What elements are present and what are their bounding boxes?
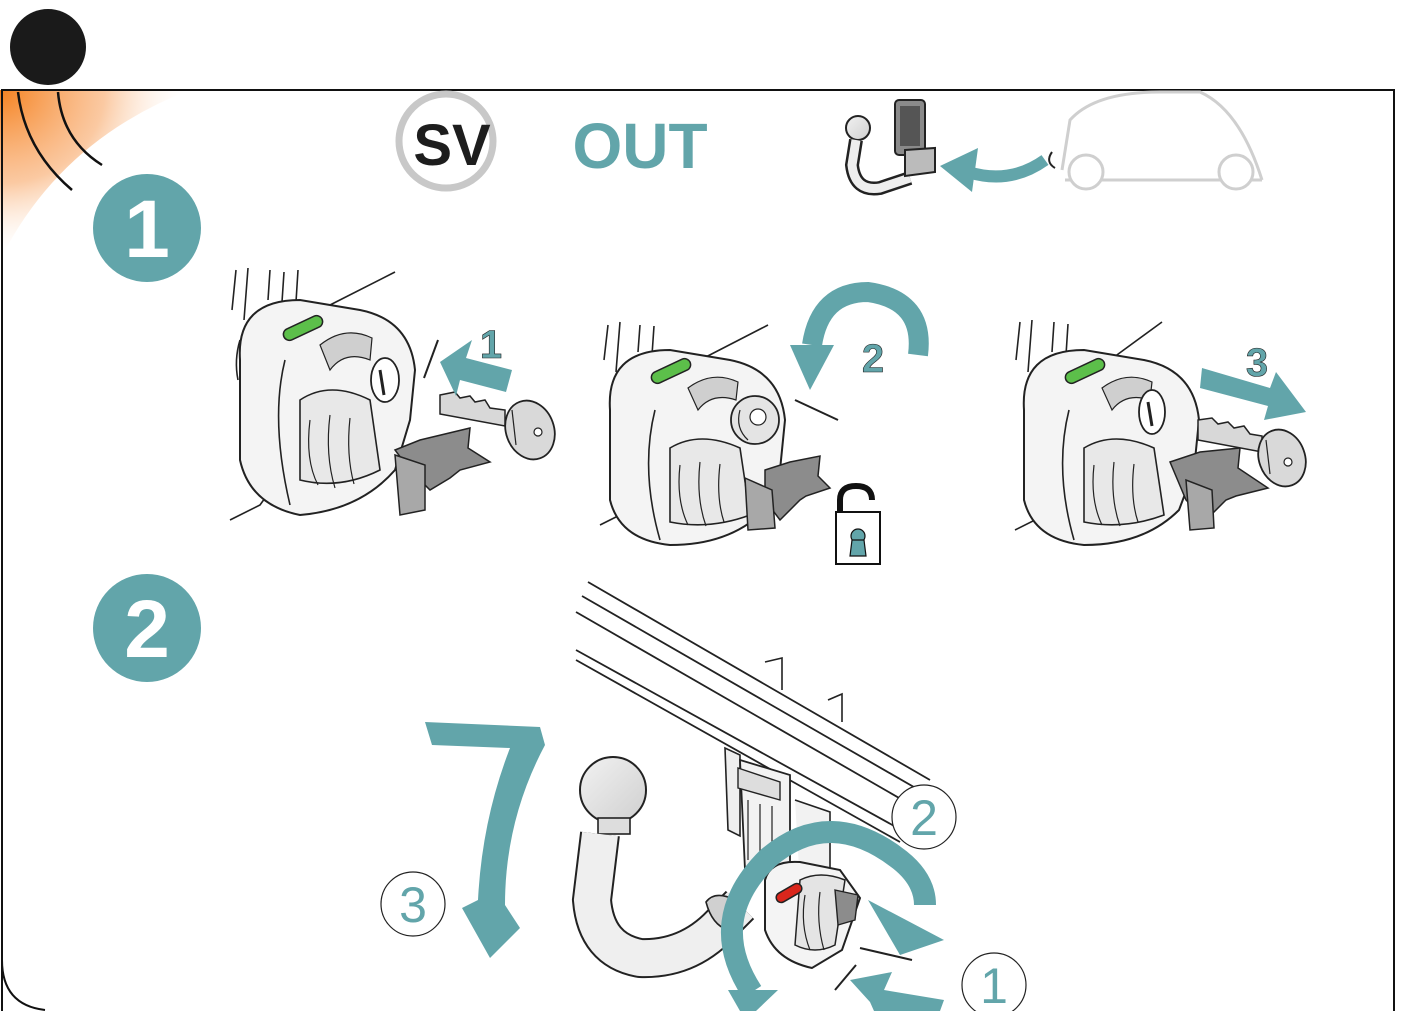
step-1-badge: 1 [93, 174, 201, 282]
mode-title: OUT [572, 110, 707, 182]
callout-2-text: 2 [910, 790, 938, 846]
language-badge-text: SV [413, 113, 491, 178]
step1-panel2-label: 2 [862, 337, 884, 381]
callout-1: 1 [962, 953, 1026, 1011]
corner-marker-dot [10, 9, 86, 85]
step-2-badge: 2 [93, 574, 201, 682]
callout-2: 2 [892, 785, 956, 849]
towbar-car-icon [846, 92, 1262, 192]
step2-towbar-removal: 1 2 3 [381, 582, 1026, 1011]
unlock-padlock-icon [836, 486, 880, 564]
language-badge: SV [399, 94, 493, 188]
step1-panel1-label: 1 [480, 323, 502, 367]
step-1-number: 1 [124, 184, 170, 275]
callout-3-text: 3 [399, 877, 427, 933]
step1-panel-insert-key: 1 [230, 268, 563, 520]
step1-panel3-label: 3 [1246, 341, 1268, 385]
page-frame [0, 90, 1394, 1011]
callout-1-text: 1 [980, 958, 1008, 1011]
step-2-number: 2 [124, 584, 170, 675]
callout-3: 3 [381, 872, 445, 936]
step1-panel-turn-key: 2 [600, 292, 919, 564]
step1-panel-remove-key: 3 [1015, 320, 1314, 545]
